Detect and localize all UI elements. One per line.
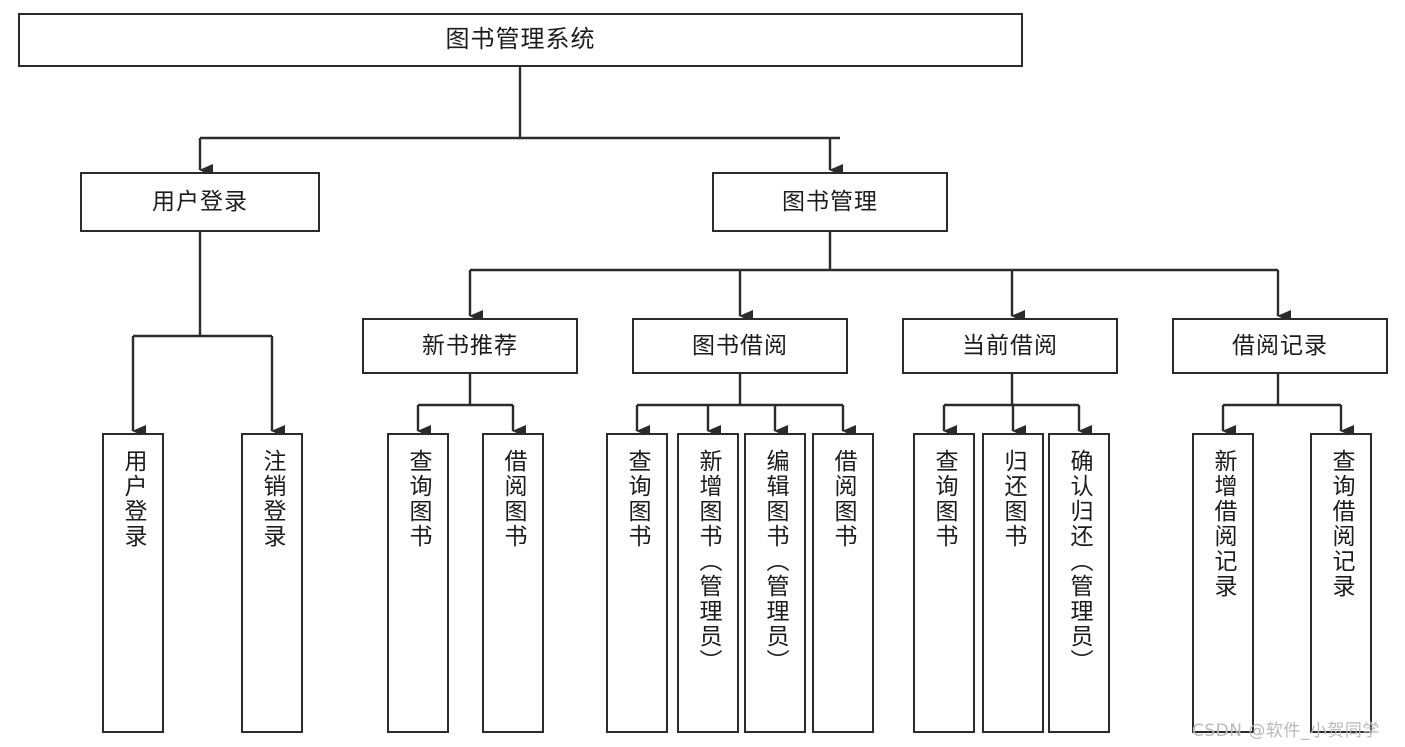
leaf-borrow-book-recommend[interactable]: 借阅图书 [482, 433, 544, 733]
node-label: 归还图书 [1000, 449, 1027, 549]
watermark-text: CSDN @软件_小贺同学 [1192, 721, 1380, 741]
node-borrow-record[interactable]: 借阅记录 [1172, 318, 1388, 374]
node-label: 查询图书 [931, 449, 958, 549]
node-label: 借阅图书 [500, 449, 527, 549]
node-label: 当前借阅 [962, 332, 1058, 359]
leaf-confirm-return-admin[interactable]: 确认归还（管理员） [1048, 433, 1110, 733]
node-label: 查询图书 [405, 449, 432, 549]
node-label: 借阅记录 [1232, 332, 1328, 359]
leaf-add-borrow-record[interactable]: 新增借阅记录 [1192, 433, 1254, 733]
node-label: 用户登录 [152, 188, 248, 215]
node-label: 借阅图书 [830, 449, 857, 549]
node-label: 新书推荐 [422, 332, 518, 359]
leaf-logout[interactable]: 注销登录 [241, 433, 303, 733]
leaf-query-book-borrow[interactable]: 查询图书 [606, 433, 668, 733]
node-label: 编辑图书（管理员） [762, 449, 789, 674]
leaf-add-book-admin[interactable]: 新增图书（管理员） [677, 433, 739, 733]
node-book-borrow[interactable]: 图书借阅 [632, 318, 848, 374]
node-label: 图书管理 [782, 188, 878, 215]
node-user-login-branch[interactable]: 用户登录 [80, 172, 320, 232]
node-label: 查询借阅记录 [1328, 449, 1355, 599]
node-root-system[interactable]: 图书管理系统 [18, 13, 1023, 67]
node-label: 图书管理系统 [445, 25, 596, 54]
node-label: 用户登录 [120, 449, 147, 549]
node-label: 注销登录 [259, 449, 286, 549]
node-label: 新增借阅记录 [1210, 449, 1237, 599]
leaf-query-book-current[interactable]: 查询图书 [913, 433, 975, 733]
node-book-management-branch[interactable]: 图书管理 [712, 172, 948, 232]
node-label: 查询图书 [624, 449, 651, 549]
leaf-query-borrow-record[interactable]: 查询借阅记录 [1310, 433, 1372, 733]
node-new-book-recommend[interactable]: 新书推荐 [362, 318, 578, 374]
leaf-query-book-recommend[interactable]: 查询图书 [387, 433, 449, 733]
leaf-user-login[interactable]: 用户登录 [102, 433, 164, 733]
node-label: 确认归还（管理员） [1066, 449, 1093, 674]
leaf-return-book[interactable]: 归还图书 [982, 433, 1044, 733]
node-label: 图书借阅 [692, 332, 788, 359]
node-label: 新增图书（管理员） [695, 449, 722, 674]
leaf-edit-book-admin[interactable]: 编辑图书（管理员） [744, 433, 806, 733]
node-current-borrow[interactable]: 当前借阅 [902, 318, 1118, 374]
leaf-borrow-book[interactable]: 借阅图书 [812, 433, 874, 733]
